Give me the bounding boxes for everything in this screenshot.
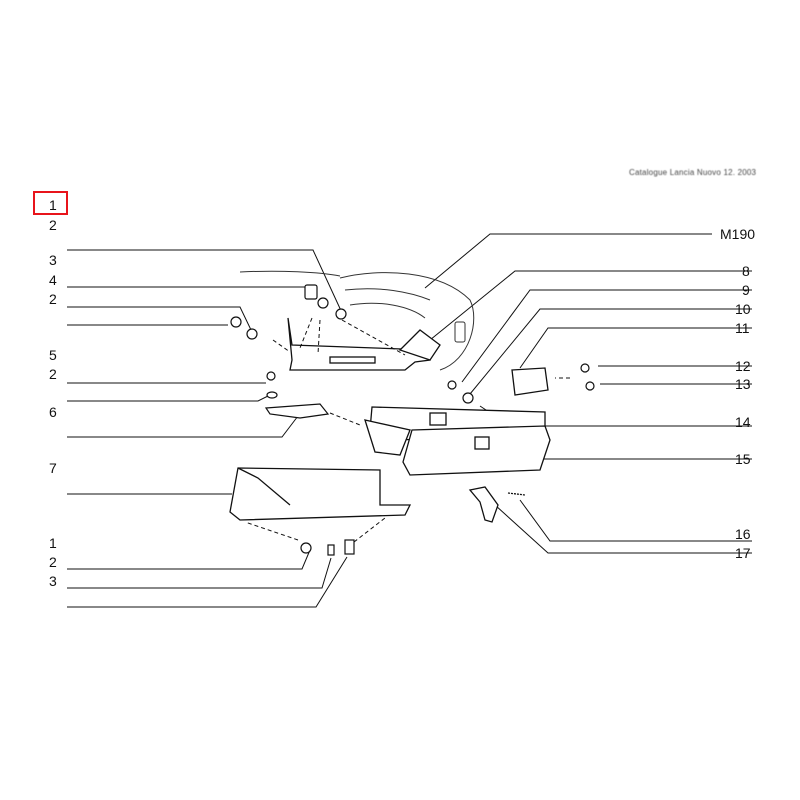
- part-label-2b[interactable]: 2: [49, 291, 57, 307]
- tray-part-7: [229, 467, 412, 521]
- part-label-4[interactable]: 4: [49, 272, 57, 288]
- part-label-2[interactable]: 2: [49, 217, 57, 233]
- handle-part-6: [264, 403, 330, 419]
- part-label-3b[interactable]: 3: [49, 573, 57, 589]
- part-label-2c[interactable]: 2: [49, 366, 57, 382]
- catalogue-header: Catalogue Lancia Nuovo 12. 2003: [629, 168, 757, 177]
- glovebox-parts: [364, 367, 551, 523]
- part-label-1b[interactable]: 1: [49, 535, 57, 551]
- part-label-16[interactable]: 16: [735, 526, 751, 542]
- part-label-3[interactable]: 3: [49, 252, 57, 268]
- dashboard-outline: [239, 270, 475, 371]
- assembly-arrows: [244, 317, 570, 543]
- hardware-fasteners: [230, 284, 595, 556]
- part-label-2d[interactable]: 2: [49, 554, 57, 570]
- part-label-6[interactable]: 6: [49, 404, 57, 420]
- part-label-5[interactable]: 5: [49, 347, 57, 363]
- part-label-1[interactable]: 1: [49, 197, 57, 213]
- bracket-part-5: [287, 317, 441, 371]
- diagram-code: M190: [720, 226, 756, 242]
- part-label-7[interactable]: 7: [49, 460, 57, 476]
- selected-part-highlight[interactable]: [33, 191, 68, 215]
